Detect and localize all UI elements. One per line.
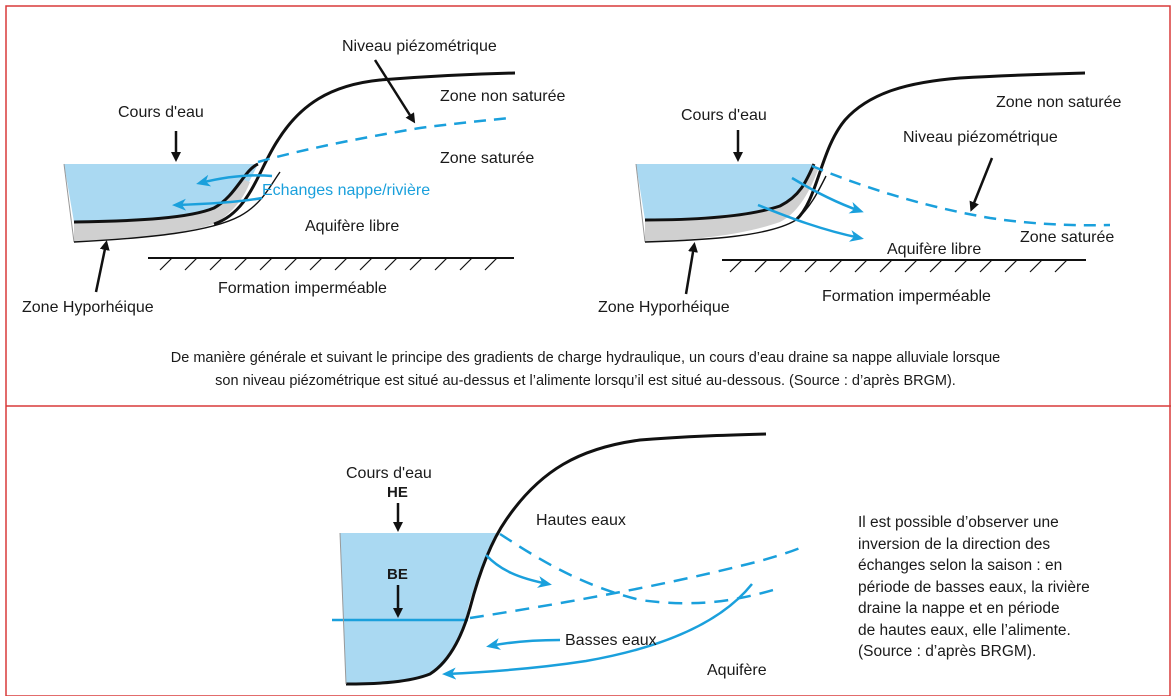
note-line: échanges selon la saison : en xyxy=(858,557,1063,574)
label-high-water: Hautes eaux xyxy=(536,512,626,529)
water-left-edge-bottom xyxy=(339,532,347,685)
note-line: (Source : d’après BRGM). xyxy=(858,643,1037,660)
note-line: Il est possible d’observer une xyxy=(858,514,1059,531)
exchange-arrow-upper xyxy=(196,174,273,187)
recharge-arrow-high xyxy=(485,554,552,588)
label-hyporheic-zone-right: Zone Hyporhéique xyxy=(598,299,730,316)
diagram-river-drains-aquifer xyxy=(63,59,516,293)
note-line: inversion de la direction des xyxy=(858,535,1051,553)
label-saturated-zone: Zone saturée xyxy=(440,150,535,167)
water-left-edge-right xyxy=(635,163,646,243)
riverbed-line-right xyxy=(644,163,816,222)
hyporheic-arrow-right xyxy=(684,242,698,295)
piezometric-arrow-right xyxy=(969,157,994,212)
piezometric-dashed-line-right xyxy=(811,164,1111,227)
note-line: période de basses eaux, la rivière xyxy=(858,578,1090,596)
seasonal-note: Il est possible d’observer une inversion… xyxy=(858,512,1148,663)
watercourse-water-right xyxy=(636,164,814,220)
riverbed-line-bottom xyxy=(345,432,767,686)
caption-top-line: son niveau piézométrique est situé au-de… xyxy=(215,373,956,389)
label-impermeable-formation: Formation imperméable xyxy=(218,280,387,297)
label-aquifer: Aquifère xyxy=(707,662,767,679)
drain-arrow-to-river xyxy=(486,638,561,650)
exchange-arrow-lower-right xyxy=(757,203,864,242)
piezometric-dashed-line xyxy=(257,116,511,164)
label-free-aquifer-right: Aquifère libre xyxy=(887,241,982,258)
high-water-dashed-line xyxy=(499,532,781,605)
hyporheic-bottom-line-right xyxy=(644,175,827,243)
exchange-arrow-lower xyxy=(172,196,263,211)
caption-top-line: De manière générale et suivant le princi… xyxy=(170,350,1001,366)
hyporheic-bottom-line xyxy=(73,171,281,243)
outer-frame xyxy=(5,5,1171,696)
impermeable-hatching xyxy=(159,257,498,271)
label-be: BE xyxy=(387,566,408,583)
label-watercourse: Cours d'eau xyxy=(118,104,204,121)
watercourse-water-bottom xyxy=(340,533,497,684)
impermeable-hatching-right xyxy=(729,259,1068,273)
label-watercourse-right: Cours d'eau xyxy=(681,107,767,124)
label-low-water: Basses eaux xyxy=(565,632,657,649)
label-unsaturated-zone: Zone non saturée xyxy=(440,88,566,105)
ground-surface-line xyxy=(213,71,516,226)
label-unsaturated-zone-right: Zone non saturée xyxy=(996,94,1122,111)
label-piezometric-level-right: Niveau piézométrique xyxy=(903,129,1058,146)
diagram-seasonal-inversion xyxy=(332,432,801,686)
diagram-river-recharges-aquifer xyxy=(635,71,1111,295)
label-impermeable-formation-right: Formation imperméable xyxy=(822,288,991,305)
hyporheic-zone-band-right xyxy=(645,166,818,242)
caption-top: De manière générale et suivant le princi… xyxy=(0,347,1171,393)
label-saturated-zone-right: Zone saturée xyxy=(1020,229,1115,246)
label-free-aquifer: Aquifère libre xyxy=(305,218,400,235)
exchange-arrow-upper-right xyxy=(791,176,864,214)
piezometric-arrow xyxy=(373,59,416,124)
label-watercourse-bottom: Cours d'eau xyxy=(346,465,432,482)
hyporheic-zone-band xyxy=(74,180,250,242)
low-water-dashed-line xyxy=(469,546,801,620)
hyporheic-arrow xyxy=(94,240,110,293)
label-piezometric-level: Niveau piézométrique xyxy=(342,38,497,55)
water-left-edge xyxy=(63,163,75,243)
note-line: de hautes eaux, elle l’alimente. xyxy=(858,621,1071,639)
label-he: HE xyxy=(387,484,408,501)
watercourse-water xyxy=(64,164,258,222)
label-exchanges: Echanges nappe/rivière xyxy=(262,182,431,199)
note-line: draine la nappe et en période xyxy=(858,600,1060,617)
label-hyporheic-zone: Zone Hyporhéique xyxy=(22,299,154,316)
drain-arrow-from-aquifer xyxy=(442,583,753,680)
